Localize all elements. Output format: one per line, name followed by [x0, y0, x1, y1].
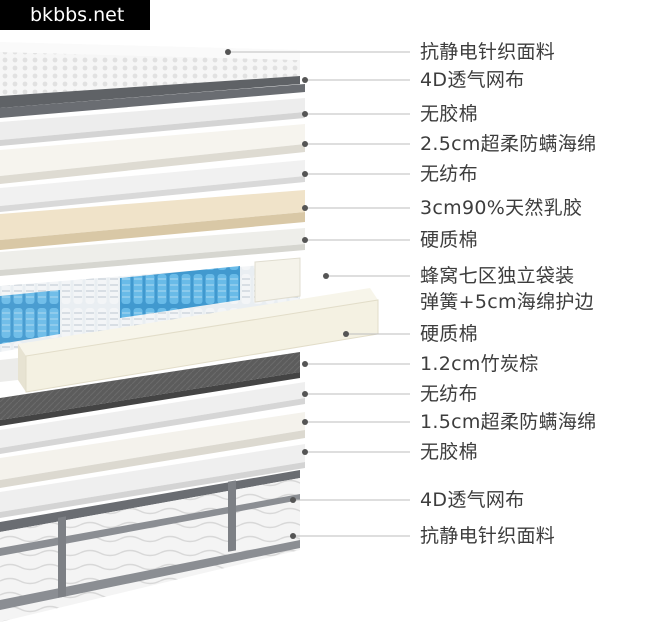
- leader-dot-4: [302, 171, 308, 177]
- layer-label: 3cm90%天然乳胶: [420, 197, 583, 219]
- layer-top-knit-fabric: [0, 42, 300, 108]
- layer-non-woven-2: [0, 382, 305, 454]
- leader-dot-6: [302, 237, 308, 243]
- layer-label: 4D透气网布: [420, 489, 525, 511]
- layer-bamboo-charcoal: [0, 352, 300, 426]
- layer-pocket-springs: [0, 257, 379, 393]
- leader-dot-5: [302, 205, 308, 211]
- layer-label: 无纺布: [420, 163, 478, 185]
- layer-label: 蜂窝七区独立袋装: [420, 265, 575, 287]
- leader-dot-3: [302, 141, 308, 147]
- layer-label: 无胶棉: [420, 103, 478, 125]
- layer-label: 无纺布: [420, 383, 478, 405]
- layer-hard-cotton-2: [0, 358, 18, 382]
- layer-label: 硬质棉: [420, 229, 478, 251]
- layer-label: 抗静电针织面料: [420, 41, 556, 63]
- layer-glue-free-cotton-2: [0, 444, 305, 518]
- leader-dot-2: [302, 111, 308, 117]
- layer-bottom-mesh-and-knit: [0, 470, 300, 622]
- leader-dot-14: [290, 533, 296, 539]
- layer-label: 1.5cm超柔防螨海绵: [420, 411, 597, 433]
- leader-lines: [225, 49, 410, 539]
- leader-dot-13: [290, 497, 296, 503]
- layer-top-4d-mesh: [0, 84, 305, 118]
- layer-anti-mite-sponge-15: [0, 412, 305, 488]
- leader-dot-11: [302, 419, 308, 425]
- layer-label: 抗静电针织面料: [420, 525, 556, 547]
- leader-dot-8: [343, 331, 349, 337]
- layer-label: 1.2cm竹炭棕: [420, 353, 539, 375]
- layer-non-woven-1: [0, 160, 305, 212]
- leader-dot-10: [302, 391, 308, 397]
- leader-dot-12: [302, 449, 308, 455]
- leader-dot-9: [302, 361, 308, 367]
- layer-anti-mite-sponge-25: [0, 124, 305, 184]
- leader-dot-1: [302, 77, 308, 83]
- layer-label: 4D透气网布: [420, 69, 525, 91]
- leader-dot-7: [323, 273, 329, 279]
- layer-glue-free-cotton-1: [0, 98, 305, 146]
- layer-hard-cotton-1: [0, 228, 305, 276]
- layer-label-line2: 弹簧+5cm海绵护边: [420, 291, 594, 313]
- layer-label: 无胶棉: [420, 441, 478, 463]
- layer-label: 2.5cm超柔防螨海绵: [420, 133, 597, 155]
- layer-natural-latex: [0, 190, 305, 250]
- layer-label: 硬质棉: [420, 323, 478, 345]
- watermark: bkbbs.net: [0, 0, 150, 30]
- leader-dot-0: [225, 49, 231, 55]
